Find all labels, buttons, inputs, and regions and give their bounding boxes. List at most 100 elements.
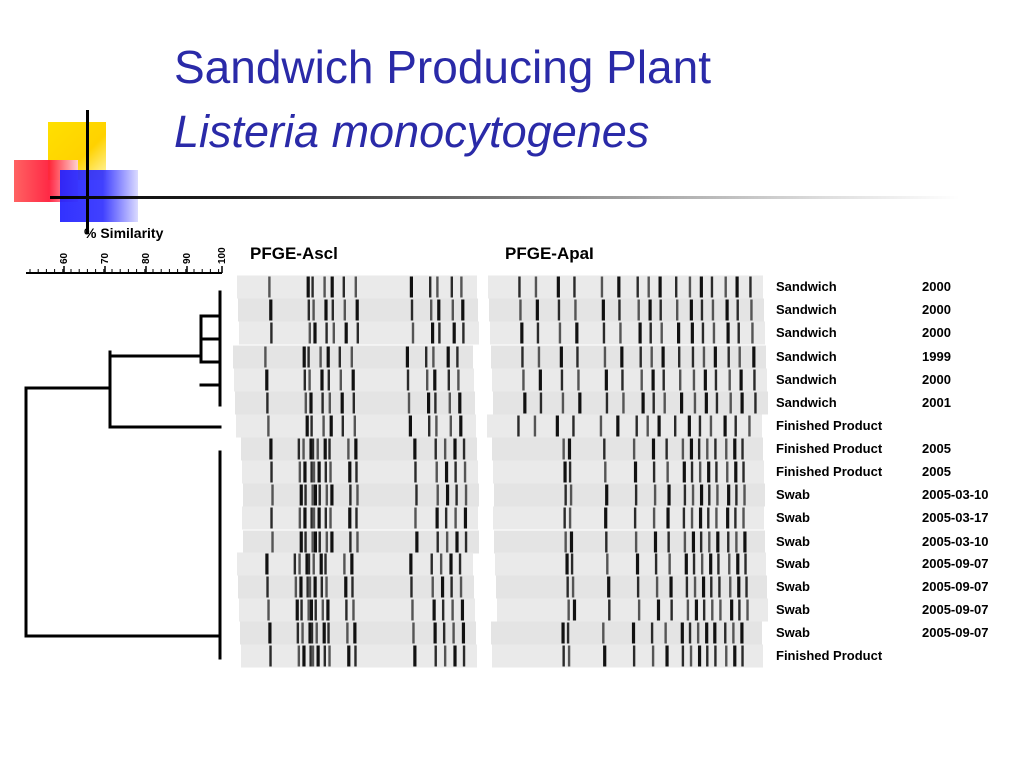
- gel-apal-band: [653, 531, 658, 553]
- row-date-label: 2005: [922, 441, 951, 456]
- gel-ascl-band: [305, 553, 309, 575]
- gel-apal-band: [620, 346, 624, 368]
- gel-ascl-band: [345, 599, 348, 621]
- row-date-label: 2005: [922, 464, 951, 479]
- gel-ascl-band: [299, 531, 303, 553]
- gel-ascl-band: [325, 484, 328, 506]
- gel-ascl-band: [455, 484, 458, 506]
- row-source-label: Swab: [776, 625, 810, 640]
- gel-apal-band: [637, 299, 640, 321]
- gel-ascl-band: [450, 276, 453, 298]
- gel-apal-band: [719, 599, 722, 621]
- gel-ascl-band: [356, 531, 359, 553]
- gel-ascl-band: [271, 531, 274, 553]
- gel-ascl-band: [343, 553, 346, 575]
- gel-ascl-band: [436, 484, 439, 506]
- gel-apal-band: [698, 461, 702, 483]
- gel-ascl-band: [326, 599, 330, 621]
- gel-ascl-band: [316, 438, 319, 460]
- gel-ascl-band: [321, 599, 324, 621]
- gel-ascl-band: [427, 392, 431, 414]
- gel-apal-band: [616, 415, 620, 437]
- gel-ascl-band: [408, 415, 412, 437]
- gel-apal-band: [536, 322, 540, 344]
- gel-ascl-band: [322, 415, 325, 437]
- gel-ascl-band: [448, 392, 451, 414]
- gel-apal-band: [635, 553, 640, 575]
- gel-ascl-band: [435, 461, 438, 483]
- gel-apal-band: [651, 645, 655, 667]
- gel-ascl-band: [296, 622, 300, 644]
- gel-ascl-band: [352, 392, 355, 414]
- gel-apal-band: [682, 507, 686, 529]
- gel-ascl-lane-bg: [240, 621, 476, 645]
- gel-apal-band: [607, 576, 611, 598]
- gel-apal-band: [690, 322, 694, 344]
- gel-apal-band: [669, 576, 673, 598]
- row-date-label: 2001: [922, 395, 951, 410]
- gel-ascl-band: [459, 415, 463, 437]
- gel-ascl-band: [461, 622, 466, 644]
- gel-ascl-band: [340, 392, 344, 414]
- gel-ascl-band: [326, 346, 330, 368]
- gel-ascl-band: [441, 599, 445, 621]
- row-source-label: Sandwich: [776, 325, 837, 340]
- gel-ascl-band: [311, 531, 314, 553]
- gel-ascl-band: [264, 346, 267, 368]
- gel-ascl-band: [316, 645, 320, 667]
- panel-label-ascl: PFGE-Ascl: [250, 244, 338, 263]
- gel-ascl-band: [302, 438, 305, 460]
- gel-ascl-band: [450, 576, 453, 598]
- gel-apal-band: [603, 645, 607, 667]
- gel-apal-band: [732, 622, 735, 644]
- scale-tick-label: 90: [182, 252, 193, 264]
- gel-apal-band: [688, 276, 692, 298]
- gel-apal-band: [697, 438, 701, 460]
- gel-ascl-band: [433, 369, 437, 391]
- gel-ascl-band: [405, 346, 409, 368]
- gel-apal-band: [560, 369, 564, 391]
- gel-apal-band: [603, 346, 607, 368]
- gel-apal-band: [699, 531, 703, 553]
- row-source-label: Sandwich: [776, 349, 837, 364]
- gel-apal-band: [522, 369, 525, 391]
- gel-apal-band: [743, 531, 747, 553]
- gel-ascl-band: [356, 484, 359, 506]
- row-date-label: 2005-03-10: [922, 487, 989, 502]
- gel-ascl-band: [300, 599, 303, 621]
- gel-ascl-band: [299, 484, 303, 506]
- gel-apal-band: [622, 392, 625, 414]
- gel-apal-lane-bg: [488, 275, 763, 299]
- gel-ascl-band: [307, 553, 311, 575]
- gel-ascl-band: [430, 299, 433, 321]
- gel-apal-band: [604, 461, 607, 483]
- gel-ascl-band: [309, 599, 313, 621]
- gel-ascl-band: [311, 645, 315, 667]
- gel-ascl-band: [308, 576, 312, 598]
- row-source-label: Swab: [776, 487, 810, 502]
- gel-apal-band: [661, 346, 665, 368]
- gel-apal-band: [683, 531, 687, 553]
- gel-apal-band: [563, 507, 566, 529]
- gel-ascl-band: [455, 531, 459, 553]
- gel-apal-band: [715, 392, 719, 414]
- gel-apal-band: [718, 576, 721, 598]
- gel-ascl-lane-bg: [243, 483, 479, 507]
- gel-ascl-band: [406, 369, 410, 391]
- gel-apal-band: [608, 599, 611, 621]
- gel-ascl-band: [269, 645, 272, 667]
- gel-ascl-band: [339, 369, 342, 391]
- gel-apal-band: [576, 346, 579, 368]
- gel-ascl-band: [446, 346, 450, 368]
- gel-apal-band: [605, 531, 608, 553]
- gel-ascl-band: [270, 507, 273, 529]
- gel-ascl-band: [355, 507, 358, 529]
- gel-apal-band: [572, 599, 577, 621]
- gel-apal-band: [702, 346, 706, 368]
- gel-apal-band: [735, 531, 738, 553]
- gel-apal-band: [744, 553, 747, 575]
- gel-apal-band: [729, 392, 732, 414]
- gel-apal-band: [567, 599, 570, 621]
- gel-ascl-band: [348, 507, 352, 529]
- row-source-label: Swab: [776, 556, 810, 571]
